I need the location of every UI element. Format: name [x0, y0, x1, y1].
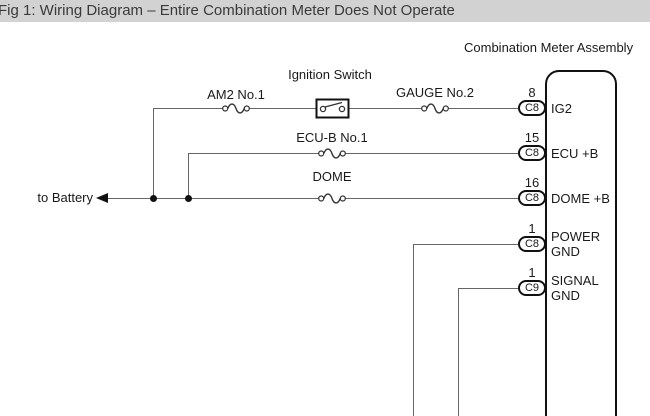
wire-power-gnd-drop	[413, 244, 414, 416]
figure-title: Fig 1: Wiring Diagram – Entire Combinati…	[0, 0, 650, 22]
fuse-am2-label: AM2 No.1	[207, 87, 265, 102]
connector-pin: C8	[518, 236, 546, 252]
battery-arrow-icon	[96, 193, 108, 203]
wire-ecu-b-drop	[188, 153, 189, 199]
connector-pin: C8	[518, 145, 546, 161]
junction-dot	[185, 195, 192, 202]
junction-dot	[150, 195, 157, 202]
fuse-gauge-label: GAUGE No.2	[395, 85, 475, 100]
wire-signal-gnd	[458, 288, 518, 289]
wire-ig2-drop	[153, 108, 154, 199]
pin-label: SIGNAL GND	[551, 273, 599, 303]
wire-ecu-b	[188, 153, 518, 154]
pin-number: 16	[524, 175, 540, 190]
ignition-switch-label: Ignition Switch	[288, 67, 372, 82]
fuse-ecu-b-icon	[318, 147, 346, 160]
connector-pin: C8	[518, 100, 546, 116]
fuse-dome-label: DOME	[312, 169, 352, 184]
fuse-dome-icon	[318, 192, 346, 205]
pin-number: 15	[524, 130, 540, 145]
connector-pin: C8	[518, 190, 546, 206]
pin-number: 1	[528, 221, 536, 236]
pin-number: 1	[528, 265, 536, 280]
wire-power-gnd	[413, 244, 518, 245]
fuse-gauge-icon	[421, 102, 449, 115]
wire-signal-gnd-drop	[458, 288, 459, 416]
pin-number: 8	[528, 85, 536, 100]
fuse-am2-icon	[222, 102, 250, 115]
ignition-switch-icon	[315, 98, 350, 119]
pin-label: DOME +B	[551, 191, 610, 206]
pin-label: IG2	[551, 101, 572, 116]
fuse-ecu-b-label: ECU-B No.1	[296, 130, 368, 145]
pin-label: POWER GND	[551, 229, 601, 259]
combination-meter-assembly-box	[545, 70, 617, 416]
pin-label: ECU +B	[551, 146, 599, 161]
assembly-label: Combination Meter Assembly	[464, 40, 634, 55]
battery-label: to Battery	[37, 190, 93, 205]
connector-pin: C9	[518, 280, 546, 296]
wire-dome-b	[104, 198, 518, 199]
